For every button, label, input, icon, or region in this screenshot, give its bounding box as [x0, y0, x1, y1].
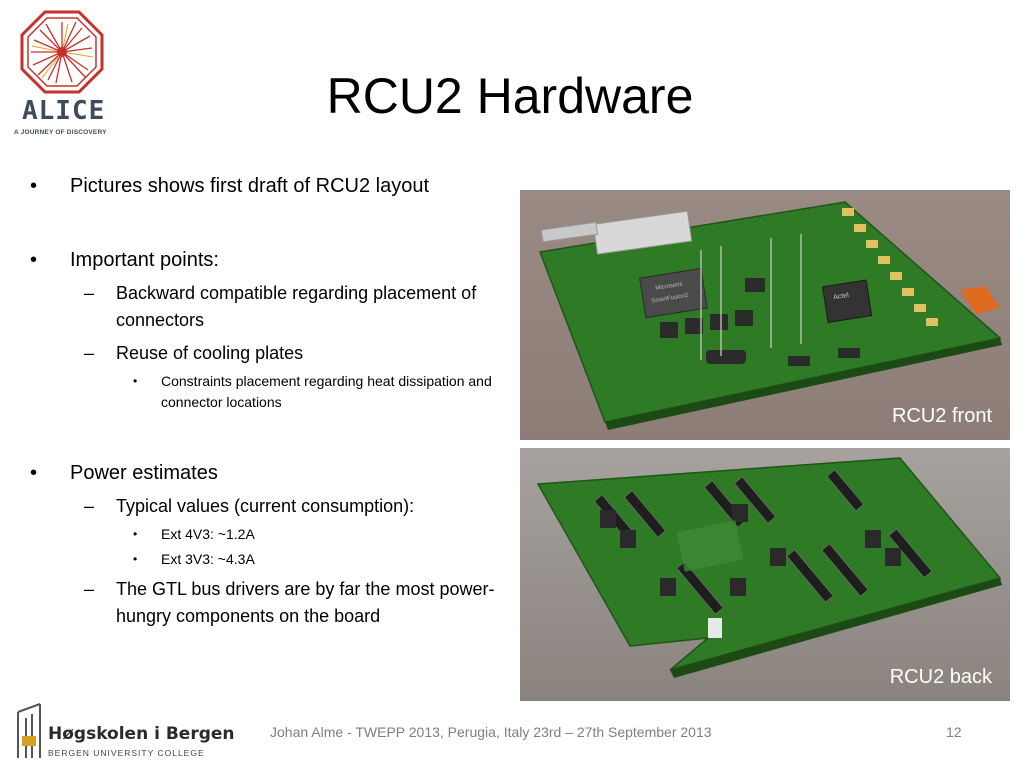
- dash-marker: –: [84, 343, 95, 363]
- bullet-text: Power estimates: [70, 462, 218, 484]
- alice-logo: ALICE A JOURNEY OF DISCOVERY: [14, 10, 110, 136]
- pcb-back-render: [536, 457, 1002, 678]
- bullet-item: • Pictures shows first draft of RCU2 lay…: [30, 172, 510, 200]
- footer-text: Johan Alme - TWEPP 2013, Perugia, Italy …: [270, 724, 712, 740]
- sub-bullet-item: – Typical values (current consumption):: [30, 493, 510, 520]
- bullet-text: Important points:: [70, 249, 219, 271]
- pcb-back-image: RCU2 back: [520, 448, 1010, 701]
- alice-starburst-icon: [20, 10, 104, 94]
- sub-bullet-item: – Reuse of cooling plates: [30, 340, 510, 367]
- dash-marker: –: [84, 283, 95, 303]
- sub-bullet-text: Reuse of cooling plates: [116, 343, 304, 363]
- bullet-text: Pictures shows first draft of RCU2 layou…: [70, 175, 430, 197]
- alice-logo-text: ALICE: [22, 96, 106, 126]
- bullet-item: • Important points:: [30, 246, 510, 274]
- image-caption: RCU2 back: [889, 666, 992, 688]
- dash-marker: –: [84, 496, 95, 516]
- alice-logo-tagline: A JOURNEY OF DISCOVERY: [14, 129, 107, 136]
- sub-sub-bullet-text: Ext 4V3: ~1.2A: [161, 526, 255, 542]
- sub-sub-bullet-item: • Ext 4V3: ~1.2A: [30, 524, 510, 545]
- institution-subtitle: BERGEN UNIVERSITY COLLEGE: [48, 748, 205, 758]
- image-caption: RCU2 front: [891, 405, 992, 427]
- sub-bullet-item: – The GTL bus drivers are by far the mos…: [30, 576, 510, 630]
- pcb-front-image: Microsemi SmartFusion2 Actel RCU2 front: [520, 190, 1010, 440]
- sub-sub-bullet-text: Ext 3V3: ~4.3A: [161, 551, 255, 567]
- chip-label: SmartFusion2: [651, 293, 689, 305]
- sub-sub-bullet-item: • Constraints placement regarding heat d…: [30, 371, 510, 413]
- slide-title: RCU2 Hardware: [326, 68, 694, 124]
- institution-name: Høgskolen i Bergen: [48, 724, 235, 744]
- sub-bullet-text: Typical values (current consumption):: [116, 496, 415, 516]
- sub-bullet-text: Backward compatible regarding placement …: [116, 283, 477, 330]
- hib-logo: Høgskolen i Bergen BERGEN UNIVERSITY COL…: [12, 702, 235, 762]
- sub-sub-bullet-text: Constraints placement regarding heat dis…: [161, 373, 492, 410]
- sub-sub-bullet-item: • Ext 3V3: ~4.3A: [30, 549, 510, 570]
- sub-bullet-text: The GTL bus drivers are by far the most …: [116, 579, 495, 626]
- bullet-marker: •: [30, 175, 38, 197]
- pcb-front-render: Microsemi SmartFusion2 Actel: [538, 201, 1002, 430]
- sub-bullet-item: – Backward compatible regarding placemen…: [30, 280, 510, 334]
- bullet-marker: •: [30, 462, 38, 484]
- chip-label: Microsemi: [655, 282, 683, 292]
- page-number: 12: [946, 724, 962, 740]
- bullet-marker: •: [133, 374, 138, 388]
- dash-marker: –: [84, 579, 95, 599]
- chip-label: Actel: [833, 292, 850, 301]
- bullet-marker: •: [30, 249, 38, 271]
- bullet-item: • Power estimates: [30, 459, 510, 487]
- bullet-list: • Pictures shows first draft of RCU2 lay…: [30, 172, 510, 630]
- bullet-marker: •: [133, 527, 138, 541]
- bullet-marker: •: [133, 552, 138, 566]
- hib-building-icon: [17, 703, 41, 758]
